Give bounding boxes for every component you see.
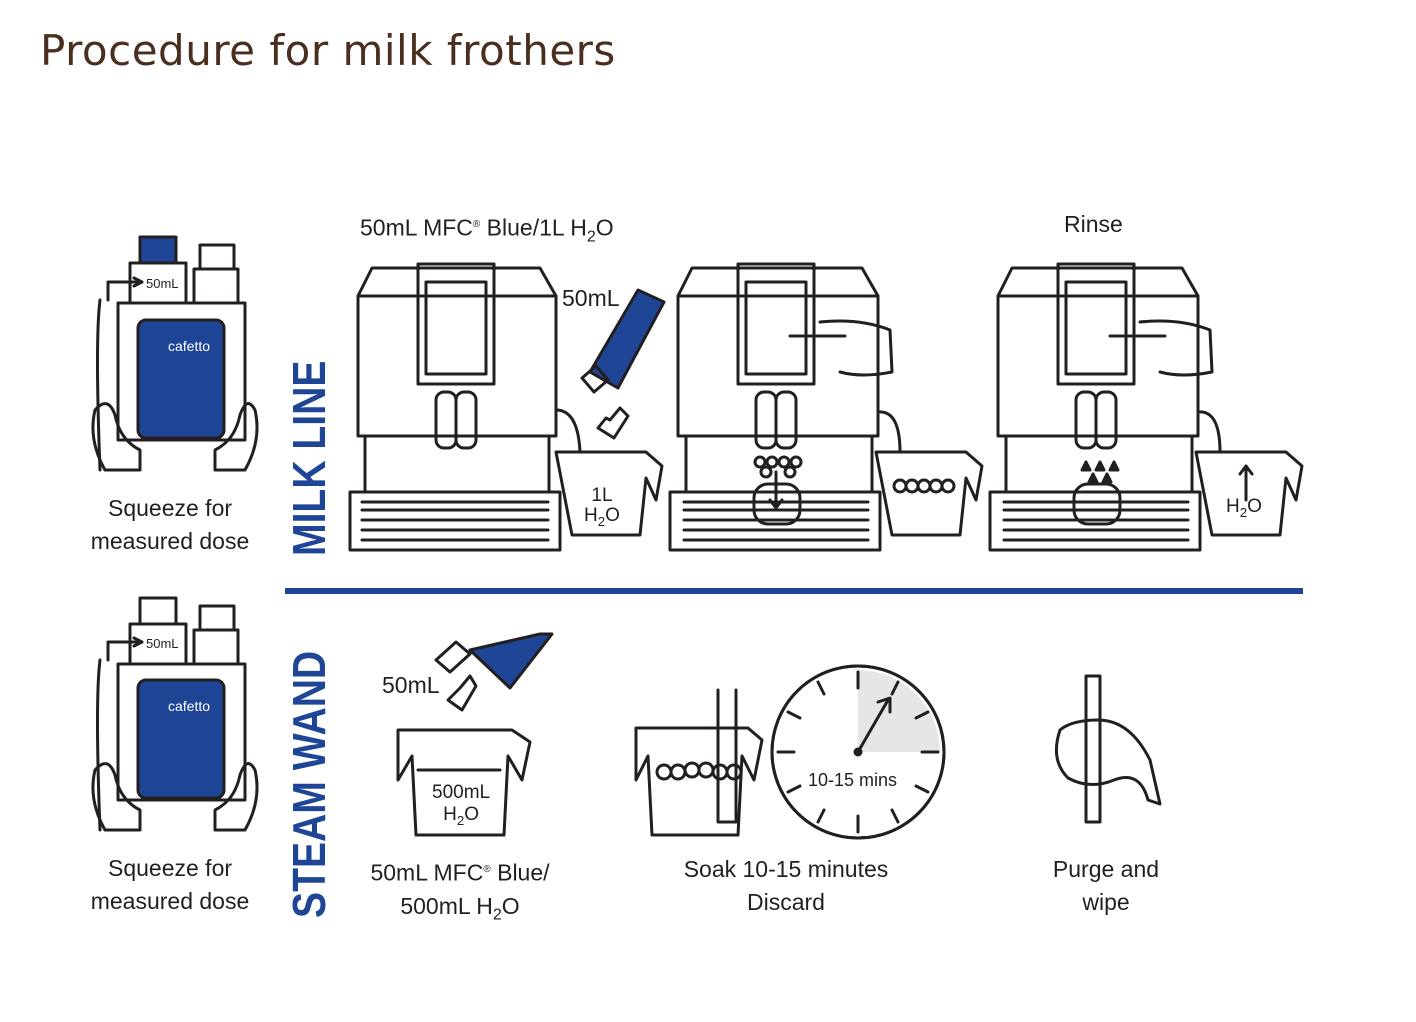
steam-wand-pour-label: 50mL (382, 672, 440, 698)
bottle-icon-milk-line (91, 235, 259, 472)
coffee-machine-3 (988, 262, 1222, 552)
bottle-caption-milk-line: Squeeze for measured dose (90, 495, 250, 554)
pouring-bottle-1 (554, 288, 666, 454)
milk-line-jug-label: 1L H2O (584, 485, 620, 529)
bottle-brand-1: cafetto (168, 338, 211, 354)
timer-clock-icon (770, 664, 946, 840)
bottle-icon-steam-wand (91, 596, 259, 832)
soak-jug-icon (634, 688, 764, 837)
timer-label: 10-15 mins (808, 770, 898, 790)
jug-icon-1 (554, 450, 664, 537)
bottle-caption-steam-wand: Squeeze for measured dose (90, 855, 250, 914)
pouring-bottle-2 (434, 632, 554, 712)
milk-line-step1-caption: 50mL MFC® Blue/1L H2O (360, 214, 614, 246)
milk-line-rinse-caption: Rinse (1064, 211, 1123, 237)
milk-line-pour-label: 50mL (562, 285, 620, 311)
jug-icon-3 (1194, 450, 1304, 537)
section-divider (285, 588, 1303, 594)
coffee-machine-2 (668, 262, 902, 552)
purge-wand-icon (1054, 674, 1162, 824)
bottle-brand-2: cafetto (168, 698, 211, 714)
steam-wand-step1-caption: 50mL MFC® Blue/ 500mL H2O (370, 859, 550, 924)
bottle-dose-label-1: 50mL (146, 276, 179, 291)
measuring-jug-icon (396, 728, 532, 837)
steam-wand-step2-caption: Soak 10-15 minutes Discard (683, 856, 889, 915)
page-title: Procedure for milk frothers (40, 26, 616, 75)
jug-icon-2 (874, 450, 984, 537)
steam-wand-jug-label: 500mL H2O (432, 782, 491, 828)
bottle-dose-label-2: 50mL (146, 636, 179, 651)
coffee-machine-1 (348, 262, 562, 552)
steam-wand-step3-caption: Purge and wipe (1052, 856, 1160, 915)
rinse-jug-label: H2O (1226, 496, 1262, 520)
